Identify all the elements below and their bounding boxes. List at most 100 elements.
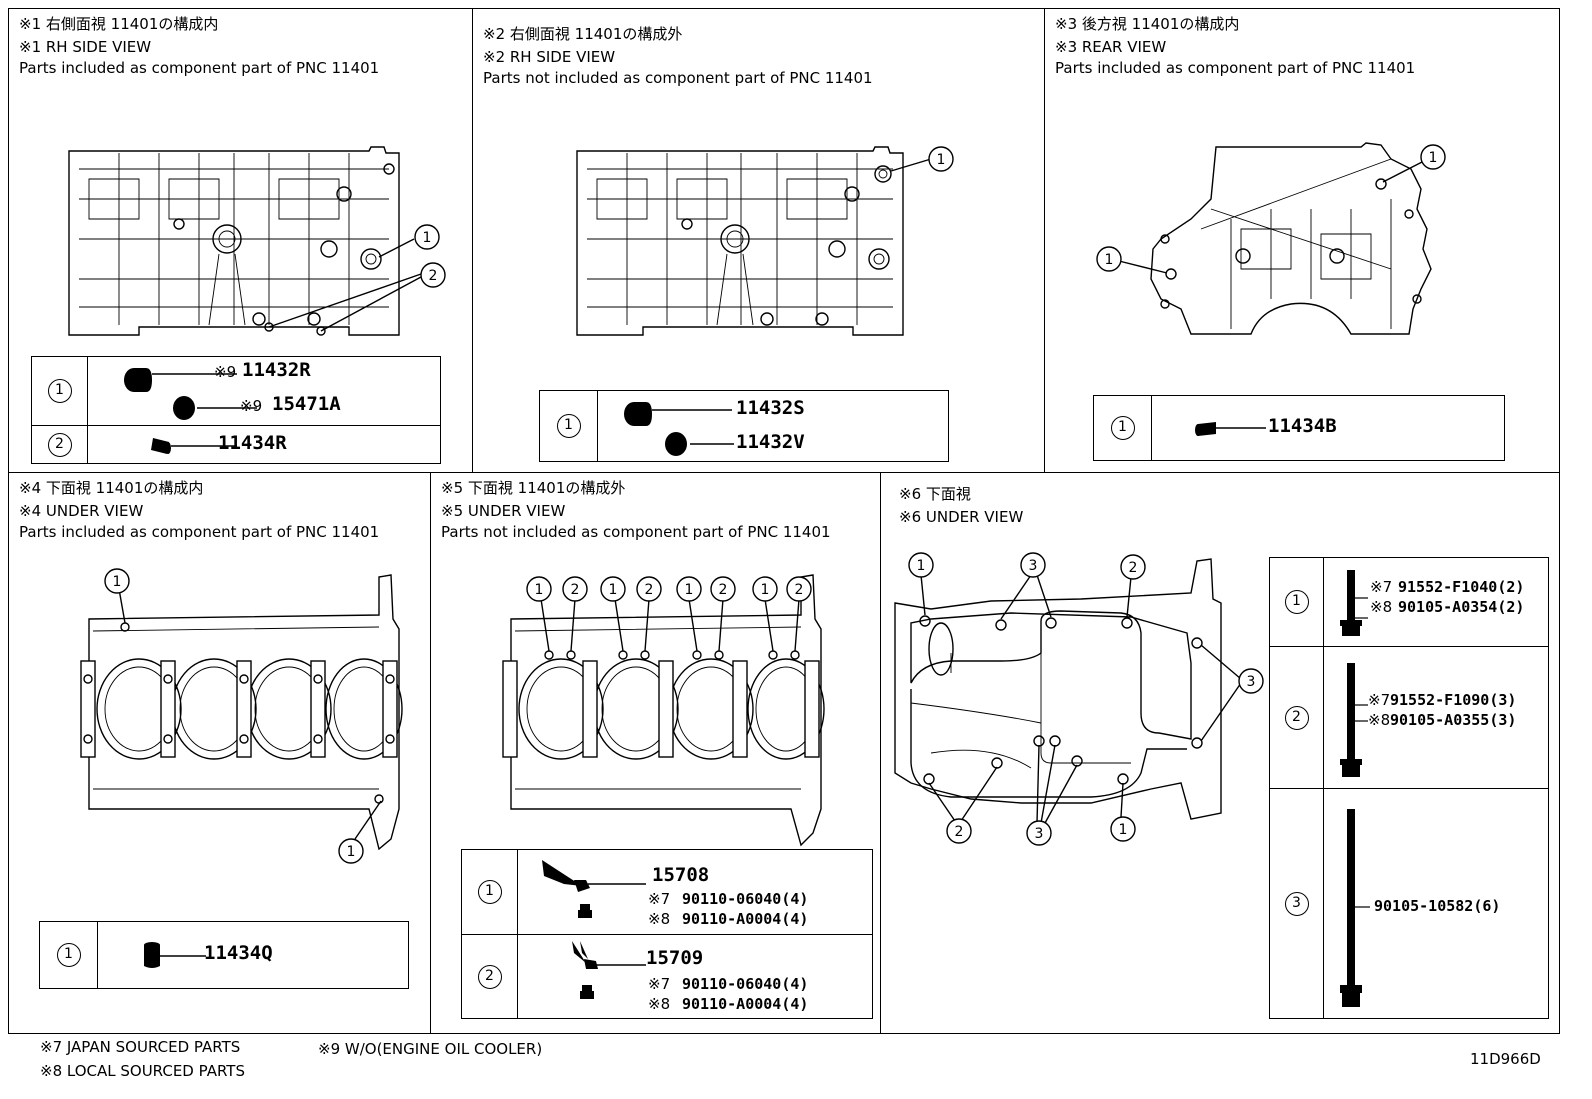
panel-header: ※1 右側面視 11401の構成内 ※1 RH SIDE VIEW Parts … bbox=[19, 13, 379, 80]
callout-2: 2 bbox=[955, 824, 964, 840]
header-desc: Parts not included as component part of … bbox=[483, 69, 873, 87]
panel-header: ※6 下面視 ※6 UNDER VIEW bbox=[899, 483, 1023, 529]
callout-1: 1 bbox=[609, 582, 618, 598]
line bbox=[690, 443, 734, 445]
header-desc: Parts not included as component part of … bbox=[441, 523, 831, 541]
oil-jet-icon bbox=[572, 941, 646, 999]
header-jp: ※3 後方視 11401の構成内 bbox=[1055, 15, 1240, 33]
seal-ring-icon bbox=[665, 432, 687, 456]
callout-1: 1 bbox=[535, 582, 544, 598]
line bbox=[197, 407, 257, 409]
callout-1: 1 bbox=[423, 230, 432, 246]
key-3: 3 bbox=[1284, 891, 1309, 916]
callout-3: 3 bbox=[1247, 674, 1256, 690]
part-number-15708: 15708 bbox=[652, 864, 710, 886]
table-row: 2 11434R bbox=[32, 425, 440, 463]
table-row: 2 ※7 91552-F1090(3) ※8 90105-A0355(3) bbox=[1270, 646, 1548, 788]
oil-jet-icon bbox=[542, 860, 646, 918]
key-1: 1 bbox=[477, 880, 502, 904]
callout-1: 1 bbox=[113, 574, 122, 590]
header-jp: ※4 下面視 11401の構成内 bbox=[19, 479, 204, 497]
callout-1: 1 bbox=[685, 582, 694, 598]
header-desc: Parts included as component part of PNC … bbox=[19, 59, 380, 77]
panel-under-view-bolts: ※6 下面視 ※6 UNDER VIEW 1 3 2 3 2 3 1 bbox=[880, 472, 1560, 1034]
callout-1: 1 bbox=[937, 152, 946, 168]
header-en: ※5 UNDER VIEW bbox=[441, 502, 566, 520]
key-1: 1 bbox=[47, 379, 72, 403]
header-en: ※2 RH SIDE VIEW bbox=[483, 48, 616, 66]
callout-2: 2 bbox=[795, 582, 804, 598]
part-number-90110-A0004: 90110-A0004(4) bbox=[682, 910, 809, 928]
panel-rear-view-included: ※3 後方視 11401の構成内 ※3 REAR VIEW Parts incl… bbox=[1044, 8, 1560, 474]
header-en: ※6 UNDER VIEW bbox=[899, 508, 1024, 526]
engine-block-rear-drawing: 1 1 bbox=[1096, 142, 1446, 335]
part-number-90105-A0355: 90105-A0355(3) bbox=[1390, 711, 1517, 729]
panel-under-view-included: ※4 下面視 11401の構成内 ※4 UNDER VIEW Parts inc… bbox=[8, 472, 432, 1034]
part-number-91552-F1090: 91552-F1090(3) bbox=[1390, 691, 1517, 709]
table-row: 1 11434B bbox=[1094, 396, 1504, 460]
line bbox=[652, 409, 732, 411]
panel-header: ※4 下面視 11401の構成内 ※4 UNDER VIEW Parts inc… bbox=[19, 477, 379, 544]
header-desc: Parts included as component part of PNC … bbox=[19, 523, 380, 541]
key-1: 1 bbox=[1284, 590, 1309, 614]
bolt-hole-locations bbox=[919, 615, 1203, 785]
oil-pan-flange-drawing: 1 3 2 3 2 3 1 bbox=[894, 552, 1264, 846]
part-number-11432S: 11432S bbox=[736, 397, 805, 419]
key-2: 2 bbox=[1284, 705, 1309, 730]
mark-9: ※9 bbox=[214, 363, 237, 381]
mark-7: ※7 bbox=[648, 975, 671, 993]
line bbox=[152, 373, 237, 375]
callout-2: 2 bbox=[571, 582, 580, 598]
footnote-without-oil-cooler: ※9 W/O(ENGINE OIL COOLER) bbox=[318, 1040, 543, 1058]
callout-3: 3 bbox=[1029, 558, 1038, 574]
dowel-pin-icon bbox=[144, 942, 206, 968]
oil-jet-locations bbox=[544, 650, 800, 660]
part-number-11432R: 11432R bbox=[242, 359, 311, 381]
parts-table-p3: 1 11434B bbox=[1093, 395, 1505, 461]
part-number-90105-10582: 90105-10582(6) bbox=[1374, 897, 1501, 915]
part-number-91552-F1040: 91552-F1040(2) bbox=[1398, 578, 1525, 596]
engine-block-underside-drawing: 1 1 bbox=[80, 568, 403, 864]
mark-8: ※8 bbox=[1370, 598, 1393, 616]
parts-table-p2: 1 11432S 11432V bbox=[539, 390, 949, 462]
part-number-11434R: 11434R bbox=[218, 432, 287, 454]
table-row: 2 15709 ※7 90110-06040(4) ※8 90110-A0004… bbox=[462, 934, 872, 1018]
callout-1: 1 bbox=[347, 844, 356, 860]
engine-block-rh-side-drawing: 1 bbox=[576, 146, 954, 336]
dowel-pin-icon bbox=[1195, 422, 1266, 436]
seal-ring-icon bbox=[173, 396, 195, 420]
panel-under-view-not-included: ※5 下面視 11401の構成外 ※5 UNDER VIEW Parts not… bbox=[430, 472, 882, 1034]
table-row: 1 ※9 11432R ※9 15471A bbox=[32, 357, 440, 425]
panel-header: ※3 後方視 11401の構成内 ※3 REAR VIEW Parts incl… bbox=[1055, 13, 1415, 80]
callout-1: 1 bbox=[1119, 822, 1128, 838]
header-desc: Parts included as component part of PNC … bbox=[1055, 59, 1416, 77]
key-2: 2 bbox=[47, 432, 72, 457]
callout-1: 1 bbox=[1429, 150, 1438, 166]
plug-part-icon bbox=[124, 368, 152, 392]
illustration-code: 11D966D bbox=[1470, 1050, 1541, 1068]
footnote-local-sourced: ※8 LOCAL SOURCED PARTS bbox=[40, 1062, 245, 1080]
header-en: ※3 REAR VIEW bbox=[1055, 38, 1167, 56]
parts-table-p6: 1 ※7 91552-F1040(2) ※8 90105-A0354(2) 2 … bbox=[1269, 557, 1549, 1019]
panel-header: ※2 右側面視 11401の構成外 ※2 RH SIDE VIEW Parts … bbox=[483, 23, 873, 90]
mark-8: ※8 bbox=[1368, 711, 1391, 729]
callout-2: 2 bbox=[1129, 560, 1138, 576]
callout-2: 2 bbox=[645, 582, 654, 598]
header-jp: ※2 右側面視 11401の構成外 bbox=[483, 25, 683, 43]
mark-9: ※9 bbox=[240, 397, 263, 415]
part-number-90105-A0354: 90105-A0354(2) bbox=[1398, 598, 1525, 616]
part-number-11434B: 11434B bbox=[1268, 415, 1337, 437]
part-number-90110-06040: 90110-06040(4) bbox=[682, 890, 809, 908]
header-en: ※4 UNDER VIEW bbox=[19, 502, 144, 520]
mark-7: ※7 bbox=[1370, 578, 1393, 596]
callout-2: 2 bbox=[429, 268, 438, 284]
callout-2: 2 bbox=[719, 582, 728, 598]
key-1: 1 bbox=[556, 414, 581, 438]
table-row: 1 15708 ※7 90110-06040(4) ※8 90110-A0004… bbox=[462, 850, 872, 934]
part-number-11434Q: 11434Q bbox=[204, 942, 273, 964]
header-jp: ※1 右側面視 11401の構成内 bbox=[19, 15, 219, 33]
footnote-japan-sourced: ※7 JAPAN SOURCED PARTS bbox=[40, 1038, 241, 1056]
dowel-pin-icon bbox=[151, 438, 237, 454]
panel-rh-side-view-included: ※1 右側面視 11401の構成内 ※1 RH SIDE VIEW Parts … bbox=[8, 8, 474, 474]
callout-1: 1 bbox=[761, 582, 770, 598]
